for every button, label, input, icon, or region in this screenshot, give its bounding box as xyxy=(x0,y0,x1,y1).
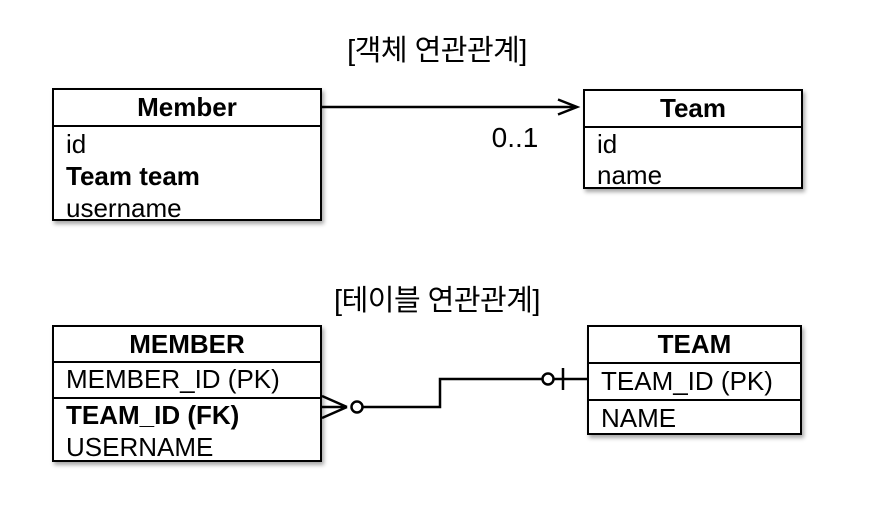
member-table-header: MEMBER xyxy=(54,327,320,363)
crow-foot-circle-icon xyxy=(350,400,364,414)
table-fk-connector xyxy=(321,368,588,420)
member-table-pk-row: MEMBER_ID (PK) xyxy=(54,363,320,399)
table-association-title: [테이블 연관관계] xyxy=(334,285,540,317)
team-class-header: Team xyxy=(585,91,801,128)
team-class-field-id: id xyxy=(597,129,618,159)
team-class-body: id name xyxy=(585,128,801,191)
crow-foot-zero-or-many-icon xyxy=(321,394,348,420)
object-association-title: [객체 연관관계] xyxy=(347,35,527,67)
team-table-pk-row: TEAM_ID (PK) xyxy=(589,364,800,401)
object-association-arrow-icon xyxy=(322,98,581,116)
team-table-box: TEAM TEAM_ID (PK) NAME xyxy=(587,325,802,435)
multiplicity-label: 0..1 xyxy=(491,122,539,153)
member-class-field-team: Team team xyxy=(66,161,200,191)
team-class-box: Team id name xyxy=(583,89,803,191)
zero-or-one-circle-icon xyxy=(541,372,555,386)
member-class-field-username: username xyxy=(66,193,182,223)
team-class-field-name: name xyxy=(597,160,663,190)
member-class-header: Member xyxy=(54,90,320,127)
team-table-name-row: NAME xyxy=(601,403,677,433)
member-table-body: TEAM_ID (FK) USERNAME xyxy=(54,399,320,463)
member-class-field-id: id xyxy=(66,129,87,159)
member-table-username-row: USERNAME xyxy=(66,432,214,462)
member-table-box: MEMBER MEMBER_ID (PK) TEAM_ID (FK) USERN… xyxy=(52,325,322,462)
member-class-box: Member id Team team username xyxy=(52,88,322,224)
member-class-body: id Team team username xyxy=(54,127,320,224)
team-table-header: TEAM xyxy=(589,327,800,364)
member-table-fk-row: TEAM_ID (FK) xyxy=(66,400,240,430)
